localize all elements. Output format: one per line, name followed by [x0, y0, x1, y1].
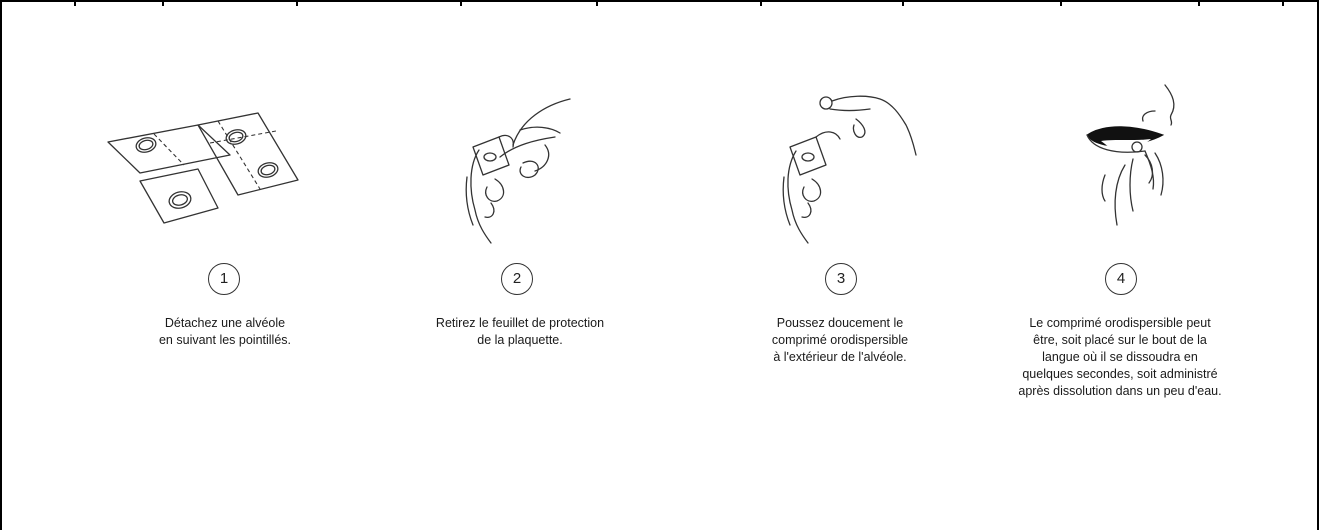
border-tick [902, 0, 904, 6]
step-3-caption: Poussez doucement le comprimé orodispers… [730, 315, 950, 366]
step-4-caption: Le comprimé orodispersible peut être, so… [990, 315, 1250, 400]
border-tick [760, 0, 762, 6]
caption-line: quelques secondes, soit administré [990, 366, 1250, 383]
caption-line: comprimé orodispersible [730, 332, 950, 349]
peel-foil-icon [395, 85, 635, 245]
step-1-caption: Détachez une alvéole en suivant les poin… [115, 315, 335, 349]
caption-line: Poussez doucement le [730, 315, 950, 332]
caption-line: Détachez une alvéole [115, 315, 335, 332]
border-tick [1198, 0, 1200, 6]
step-number-badge: 2 [501, 263, 533, 295]
tablet-on-tongue-icon [1005, 85, 1245, 245]
step-2-caption: Retirez le feuillet de protection de la … [400, 315, 640, 349]
border-tick [1282, 0, 1284, 6]
caption-line: Le comprimé orodispersible peut [990, 315, 1250, 332]
border-tick [296, 0, 298, 6]
caption-line: de la plaquette. [400, 332, 640, 349]
border-tick [1060, 0, 1062, 6]
border-tick [162, 0, 164, 6]
caption-line: en suivant les pointillés. [115, 332, 335, 349]
step-number-badge: 4 [1105, 263, 1137, 295]
step-number-badge: 1 [208, 263, 240, 295]
border-tick [596, 0, 598, 6]
border-tick [74, 0, 76, 6]
step-number-badge: 3 [825, 263, 857, 295]
caption-line: à l'extérieur de l'alvéole. [730, 349, 950, 366]
caption-line: langue où il se dissoudra en [990, 349, 1250, 366]
blister-pack-icon [100, 85, 340, 245]
push-tablet-icon [730, 85, 970, 245]
caption-line: être, soit placé sur le bout de la [990, 332, 1250, 349]
caption-line: Retirez le feuillet de protection [400, 315, 640, 332]
border-tick [460, 0, 462, 6]
caption-line: après dissolution dans un peu d'eau. [990, 383, 1250, 400]
